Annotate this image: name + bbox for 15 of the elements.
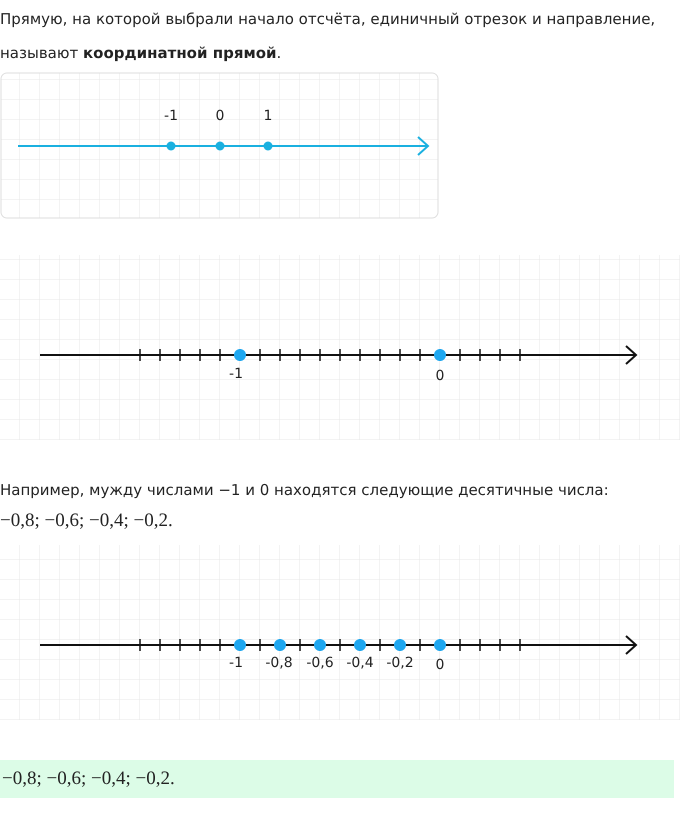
tick-label: 1 [264, 108, 272, 124]
tick-label: -0,6 [306, 655, 334, 671]
paragraph: Например, мужду числами −1 и 0 находятся следующие десятичные числа: [0, 480, 610, 501]
paragraph: Прямую, на которой выбрали начало отсчёта, единичный отрезок и направление, называют координатной прямой. [0, 9, 656, 64]
tick-label: -0,4 [346, 655, 374, 671]
tick-label: 0 [436, 368, 444, 384]
tick-label: 0 [436, 657, 444, 673]
math-expression: −0,8; −0,6; −0,4; −0,2. [0, 510, 173, 532]
tick-label: -1 [229, 366, 243, 382]
tick-label: -0,8 [265, 655, 293, 671]
tick-label: -0,2 [386, 655, 414, 671]
answer-box: −0,8; −0,6; −0,4; −0,2. [0, 760, 674, 798]
tick-label: -1 [164, 108, 178, 124]
tick-label: 0 [216, 108, 224, 124]
tick-label: -1 [229, 655, 243, 671]
